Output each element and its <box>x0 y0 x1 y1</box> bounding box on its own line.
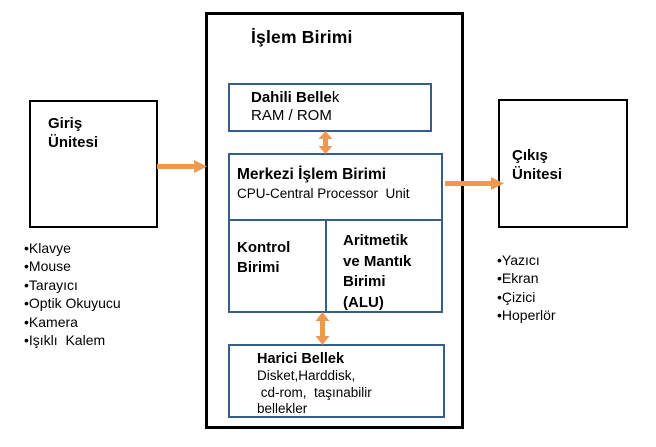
processing-unit-title: İşlem Birimi <box>251 27 353 47</box>
input-device-list: •Klavye •Mouse•Tarayıcı •Optik Okuyucu•Kam… <box>24 239 121 349</box>
internal-memory-title-bold: Dahili Belle <box>251 89 332 106</box>
device-list-item: •Yazıcı <box>497 252 540 268</box>
device-list-item: •Klavye <box>24 240 71 256</box>
output-unit-box: Çıkış Ünitesi <box>498 99 628 228</box>
external-memory-title: Harici Bellek <box>257 351 345 367</box>
device-list-item: •Optik Okuyucu <box>24 295 121 312</box>
arrow-vertical-double-icon <box>318 131 333 154</box>
external-memory-box: Harici Bellek Disket,Harddisk, cd-rom, t… <box>228 344 445 418</box>
alu-label: Aritmetik ve Mantık Birimi (ALU) <box>343 232 412 311</box>
internal-memory-box: Dahili Bellek RAM / ROM <box>228 83 432 132</box>
output-unit-label: Çıkış Ünitesi <box>512 147 563 183</box>
external-memory-details: Disket,Harddisk, cd-rom, taşınabilir bel… <box>257 368 372 416</box>
arrow-right-icon <box>445 176 504 191</box>
cpu-title: Merkezi İşlem Birimi <box>237 166 387 183</box>
input-unit-label: Giriş Ünitesi <box>48 115 99 151</box>
device-list-item: •Hoperlör <box>497 307 556 324</box>
cpu-horizontal-divider <box>230 219 441 221</box>
input-unit-box: Giriş Ünitesi <box>29 100 158 228</box>
device-list-item: •Işıklı Kalem <box>24 332 106 349</box>
device-list-item: •Kamera <box>24 313 78 330</box>
device-list-item: •Tarayıcı <box>24 276 78 293</box>
cpu-box: Merkezi İşlem Birimi CPU-Central Process… <box>228 153 443 313</box>
device-list-item: •Ekran <box>497 270 539 287</box>
cpu-subtitle: CPU-Central Processor Unit <box>237 186 410 201</box>
device-list-item: •Mouse <box>24 258 71 275</box>
arrow-vertical-double-icon <box>315 312 330 345</box>
control-unit-label: Kontrol Birimi <box>237 239 291 276</box>
output-device-list: •Yazıcı •Ekran•Çizici •Hoperlör <box>497 251 556 325</box>
arrow-right-icon <box>157 159 207 174</box>
cpu-vertical-divider <box>325 221 327 311</box>
internal-memory-title: Dahili Bellek <box>251 89 430 106</box>
internal-memory-subtitle: RAM / ROM <box>251 107 332 124</box>
internal-memory-title-tail: k <box>331 89 340 106</box>
device-list-item: •Çizici <box>497 288 536 305</box>
